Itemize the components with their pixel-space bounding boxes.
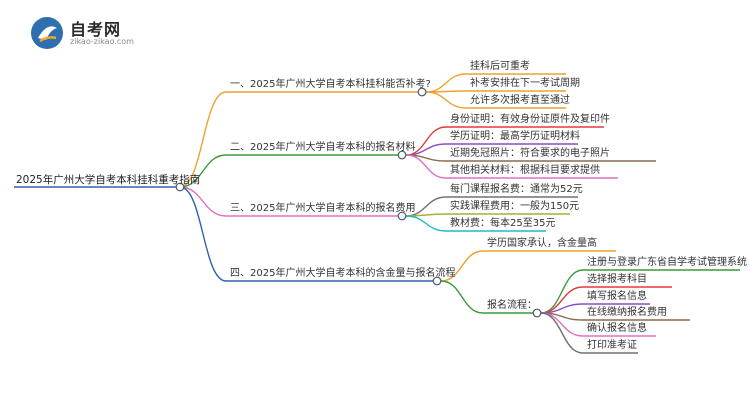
branch-3-node <box>397 211 407 221</box>
branch-1-node <box>417 87 427 97</box>
connector-b4-process <box>440 280 484 314</box>
logo-icon <box>31 17 63 49</box>
connector-b1-item-1 <box>425 73 467 93</box>
connector-branch-1 <box>179 91 227 188</box>
branch-3-item-2: 实践课程费用：一般为150元 <box>450 201 580 212</box>
branch-4-topic: 四、2025年广州大学自考本科的含金量与报名流程 <box>230 268 456 279</box>
process-node <box>532 308 542 318</box>
branch-4-node <box>432 276 442 286</box>
connector-process-step-1 <box>540 269 584 314</box>
branch-2-item-2: 学历证明：最高学历证明材料 <box>450 131 580 142</box>
process-step-5: 确认报名信息 <box>587 323 647 334</box>
connector-b1-item-3 <box>425 91 467 109</box>
branch-3-topic: 三、2025年广州大学自考本科的报名费用 <box>230 203 416 214</box>
process-step-6: 打印准考证 <box>587 340 637 351</box>
site-logo: 自考网 zikao-zikao.com <box>30 16 180 50</box>
connector-b2-item-4 <box>405 154 447 179</box>
branch-3-item-3: 教材费：每本25至35元 <box>450 218 556 229</box>
branch-1-item-1: 挂科后可重考 <box>470 61 530 72</box>
branch-2-item-4: 其他相关材料：根据科目要求提供 <box>450 165 600 176</box>
logo-title: 自考网 <box>70 20 122 39</box>
root-topic: 2025年广州大学自考本科挂科重考指南 <box>16 174 201 186</box>
branch-1-item-3: 允许多次报考直至通过 <box>470 95 570 106</box>
branch-4-item-recognition: 学历国家承认，含金量高 <box>487 238 597 249</box>
branch-2-topic: 二、2025年广州大学自考本科的报名材料 <box>230 142 416 153</box>
branch-1-item-2: 补考安排在下一考试周期 <box>470 78 580 89</box>
connector-process-step-6 <box>540 312 584 354</box>
process-step-1: 注册与登录广东省自学考试管理系统 <box>587 257 747 268</box>
connector-branch-3 <box>179 186 227 217</box>
process-step-4: 在线缴纳报名费用 <box>587 307 667 318</box>
connector-b4-recognition <box>440 250 484 282</box>
branch-2-item-1: 身份证明：有效身份证原件及复印件 <box>450 114 610 125</box>
process-step-3: 填写报名信息 <box>587 291 647 302</box>
connector-b3-item-3 <box>405 215 447 232</box>
root-node <box>175 182 185 192</box>
branch-3-item-1: 每门课程报名费：通常为52元 <box>450 184 583 195</box>
branch-2-item-3: 近期免冠照片：符合要求的电子照片 <box>450 148 610 159</box>
branch-1-topic: 一、2025年广州大学自考本科挂科能否补考? <box>230 79 431 90</box>
branch-2-node <box>397 150 407 160</box>
branch-4-process-topic: 报名流程： <box>487 300 537 311</box>
logo-subtitle: zikao-zikao.com <box>70 37 134 46</box>
connector-branch-4 <box>179 186 227 282</box>
connector-branch-2 <box>179 154 227 188</box>
process-step-2: 选择报考科目 <box>587 274 647 285</box>
